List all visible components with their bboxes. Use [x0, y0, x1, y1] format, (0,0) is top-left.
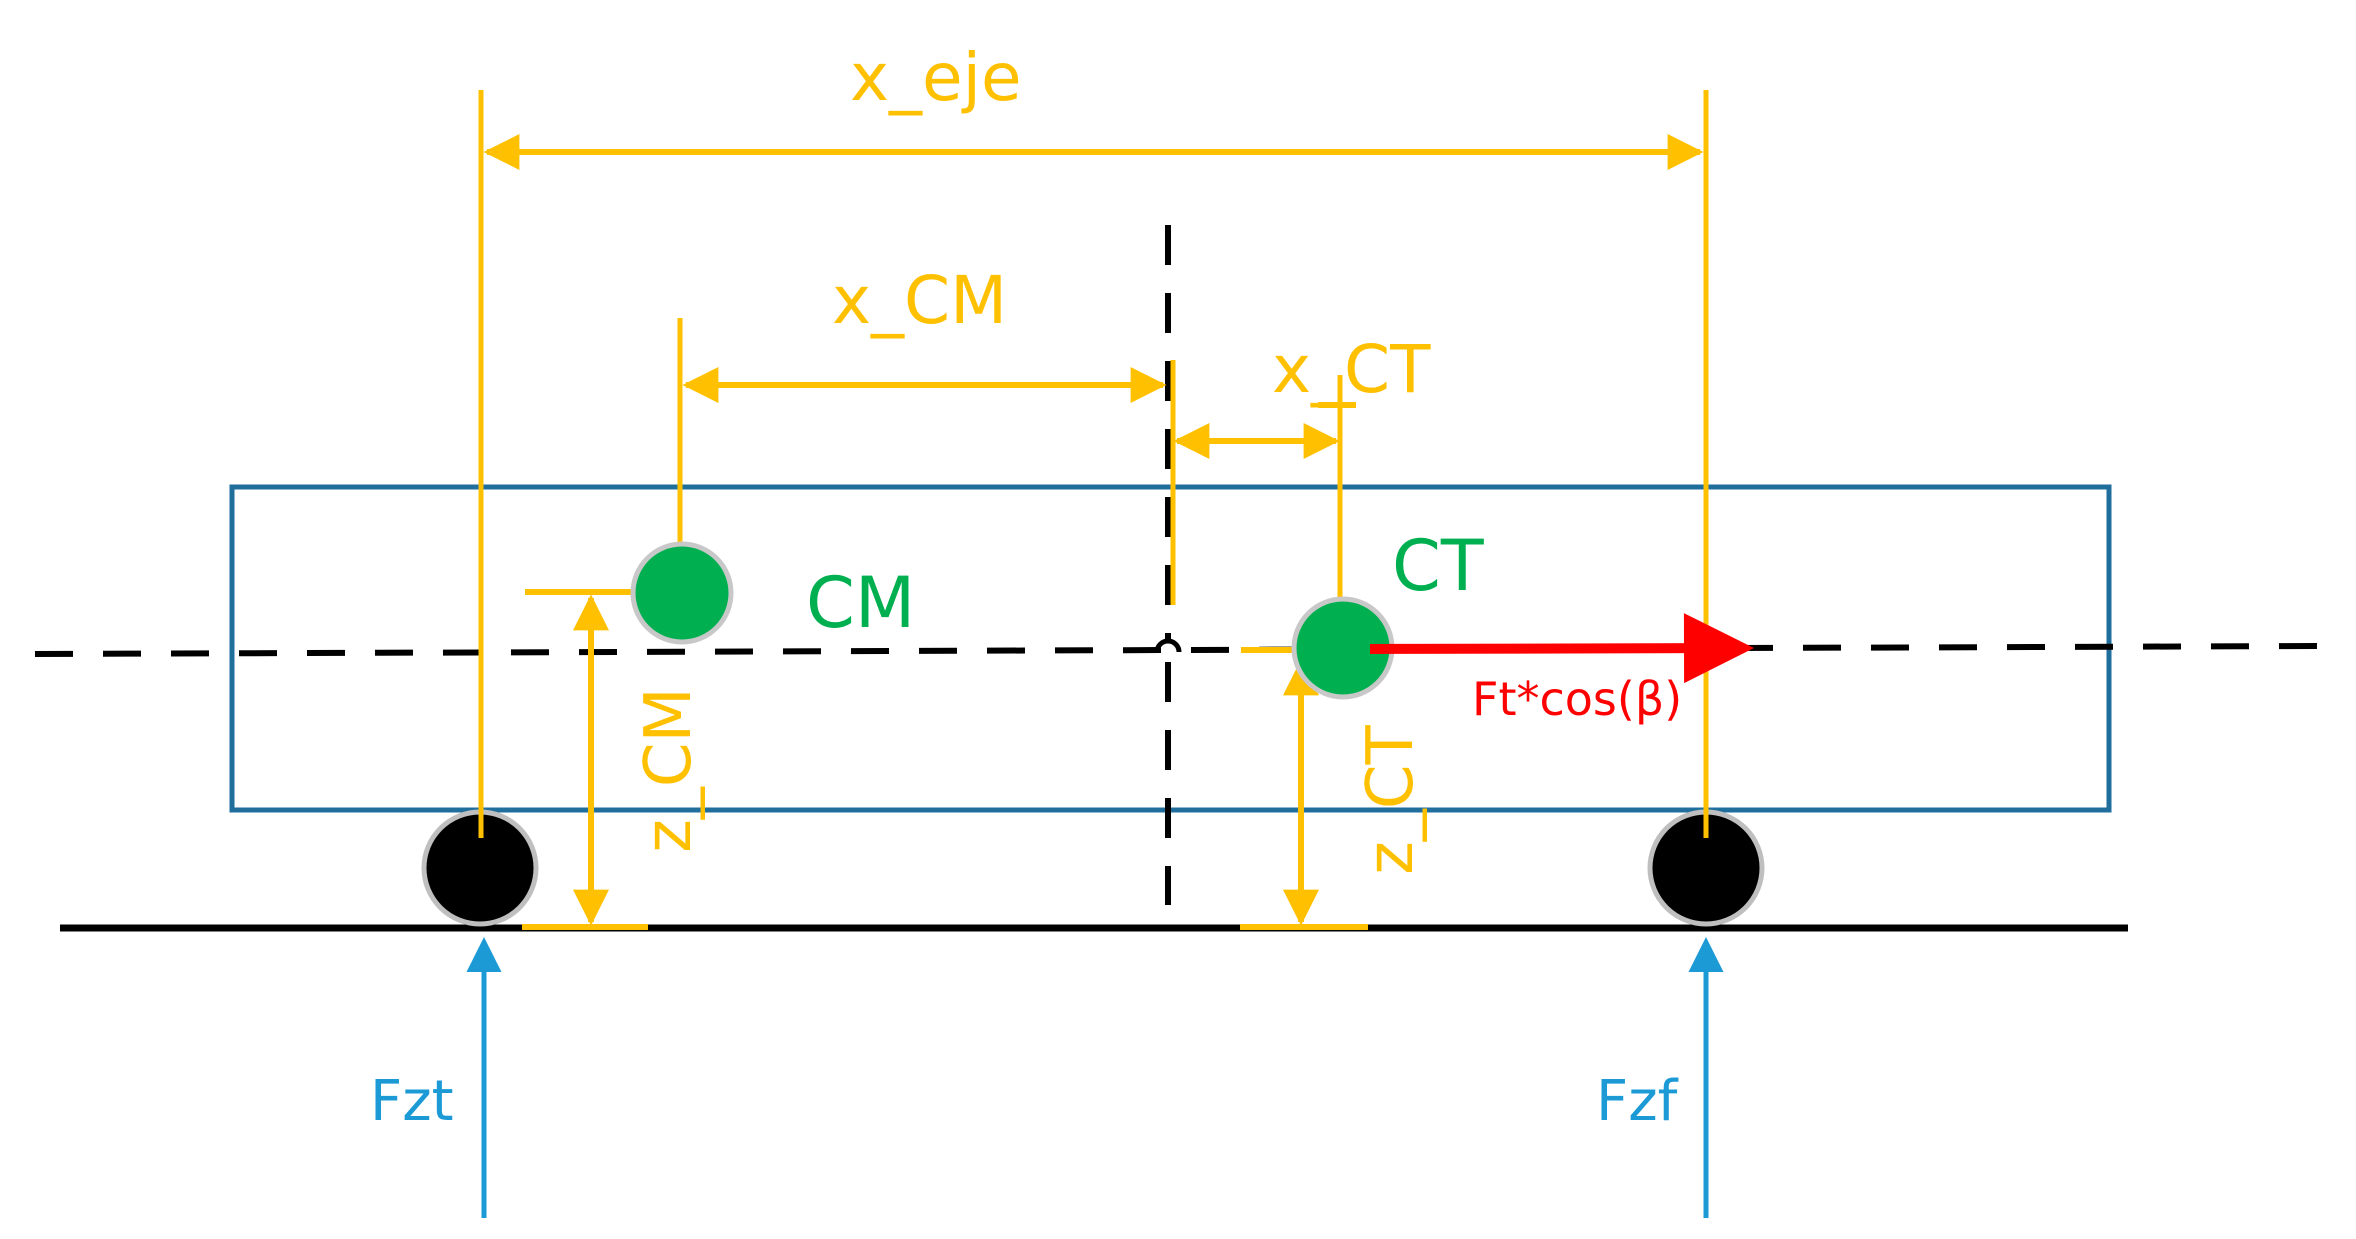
cm-label: CM [806, 562, 915, 644]
x-ct-label: x_CT [1272, 331, 1431, 408]
rear-normal-force-label: Fzt [370, 1069, 454, 1134]
x-cm-label: x_CM [832, 262, 1007, 339]
axis-origin-arc [1154, 638, 1182, 653]
ct-label: CT [1392, 525, 1484, 607]
front-normal-force-label: Fzf [1596, 1069, 1679, 1134]
z-ct-label: z_CT [1354, 724, 1428, 874]
cm-point [630, 541, 734, 645]
traction-force-arrow [1369, 613, 1754, 684]
horizontal-axis-dashed [34, 643, 2321, 657]
x-eje-label: x_eje [850, 39, 1022, 116]
z-cm-label: z_CM [632, 687, 706, 853]
traction-force-label: Ft*cos(β) [1472, 672, 1682, 726]
